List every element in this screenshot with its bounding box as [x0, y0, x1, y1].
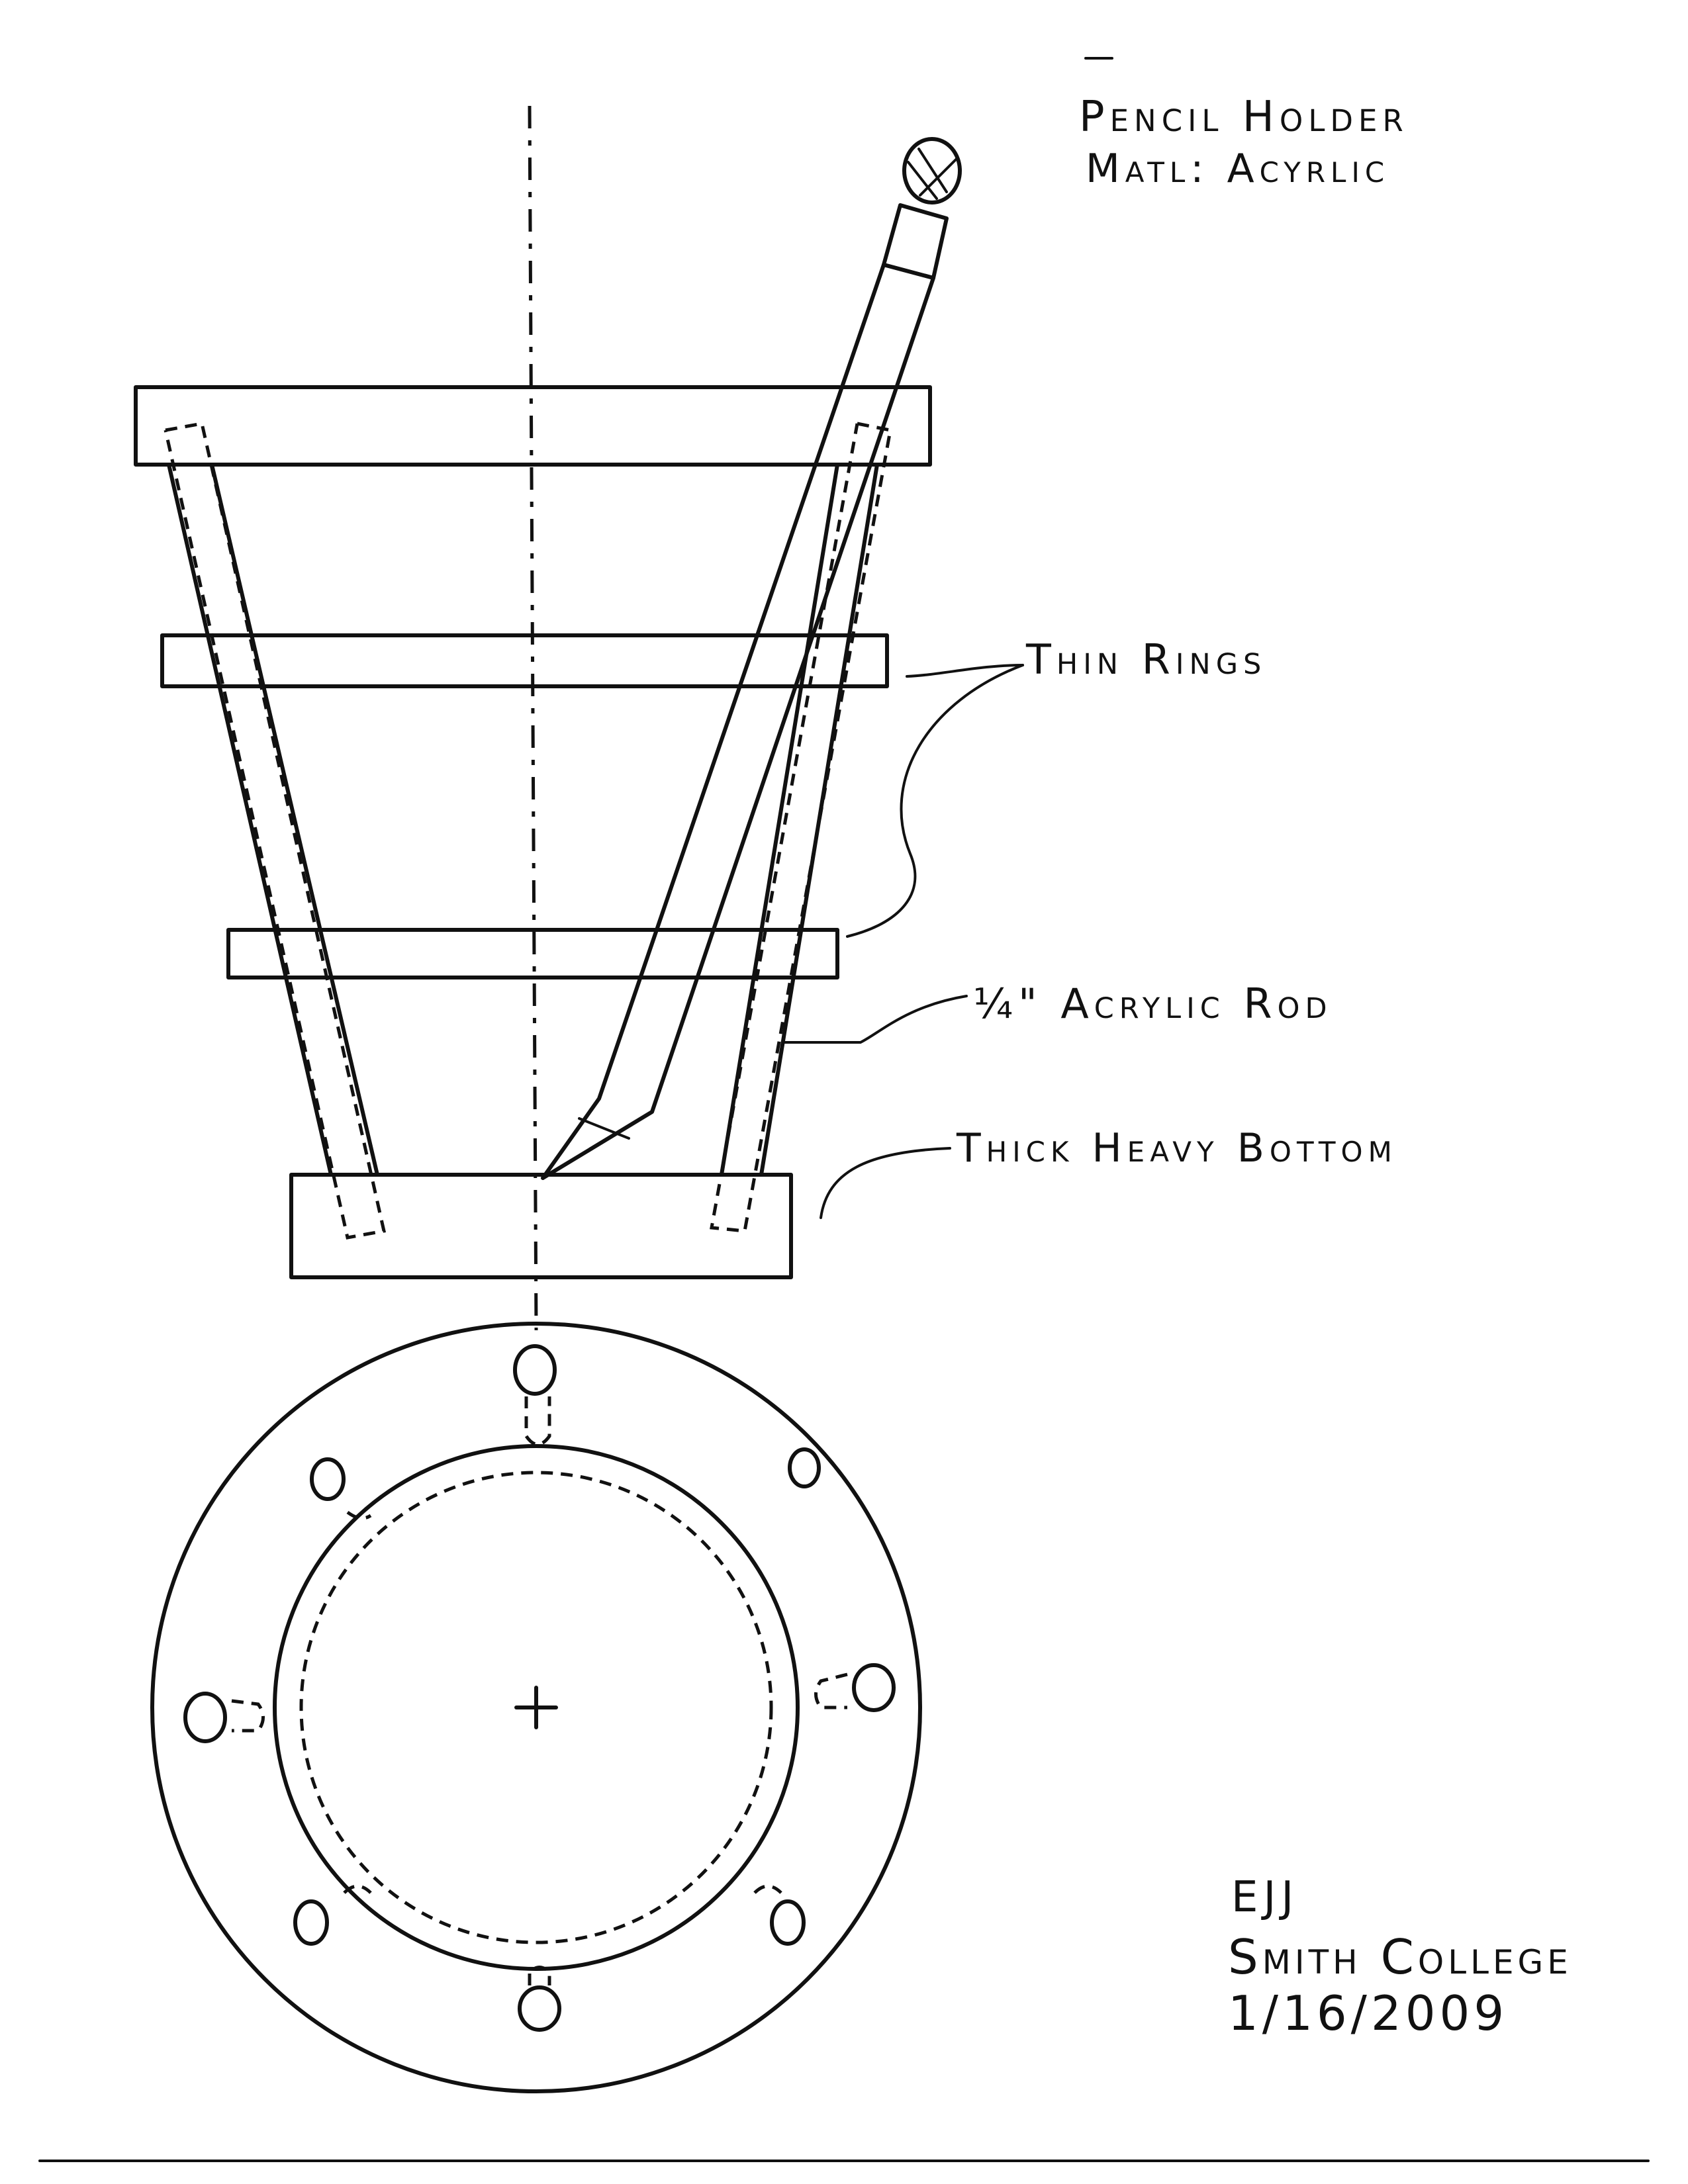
- rod-hidden-se: [753, 1884, 782, 1894]
- thin-ring-lower: [226, 928, 839, 979]
- thick-bottom: [289, 1173, 793, 1279]
- thin-rings-leader-top: [906, 664, 1024, 678]
- eraser-hatch-1: [917, 148, 948, 193]
- thin-ring-middle: [160, 633, 889, 688]
- rod-hole-ne: [788, 1447, 821, 1488]
- pencil-body: [541, 263, 935, 1180]
- eraser-hatch-2: [907, 161, 938, 200]
- rod-hole-se: [770, 1899, 806, 1946]
- right-rod-hidden: [710, 422, 892, 1233]
- thick-bottom-leader: [820, 1147, 951, 1219]
- rod-hole-s: [518, 1985, 561, 2032]
- right-rod-outer: [720, 463, 839, 1177]
- left-rod-outer: [167, 463, 333, 1177]
- rod-hidden-s: [528, 1966, 551, 1985]
- top-ring: [134, 385, 932, 467]
- callout-thin-rings: Thin Rings: [1026, 635, 1267, 684]
- rod-hidden-n: [524, 1396, 551, 1446]
- base-outer-circle: [150, 1322, 922, 2093]
- rod-hole-n: [513, 1344, 557, 1396]
- signature-date: 1/16/2009: [1228, 1985, 1509, 2041]
- title-line-2: Matl: Acyrlic: [1086, 146, 1390, 192]
- rod-hidden-sw: [343, 1884, 372, 1894]
- right-rod-inner: [759, 463, 879, 1177]
- callout-thick-bottom: Thick Heavy Bottom: [957, 1125, 1397, 1171]
- acrylic-rod-leader: [783, 995, 968, 1044]
- signature-school: Smith College: [1228, 1929, 1572, 1985]
- centerline: [528, 105, 538, 1331]
- left-rod-hidden: [164, 422, 387, 1240]
- pencil-sharpened-line: [578, 1117, 630, 1140]
- pencil-ferrule: [882, 203, 949, 280]
- pencil-eraser: [902, 137, 962, 205]
- eraser-hatch-3: [919, 158, 958, 197]
- rod-hidden-nw: [346, 1510, 372, 1520]
- callout-acrylic-rod: ¼" Acrylic Rod: [973, 979, 1333, 1028]
- rod-hole-e: [852, 1663, 896, 1712]
- rod-hole-sw: [293, 1899, 329, 1946]
- base-hidden-circle: [299, 1471, 773, 1944]
- rod-hole-nw: [310, 1457, 346, 1501]
- rod-hidden-e: [814, 1672, 848, 1709]
- rod-hidden-w: [231, 1699, 265, 1733]
- rod-hole-w: [183, 1692, 227, 1743]
- title-line-1: Pencil Holder: [1079, 93, 1409, 142]
- signature-initials: EJJ: [1231, 1873, 1299, 1922]
- thin-rings-leader-bottom: [846, 664, 1024, 938]
